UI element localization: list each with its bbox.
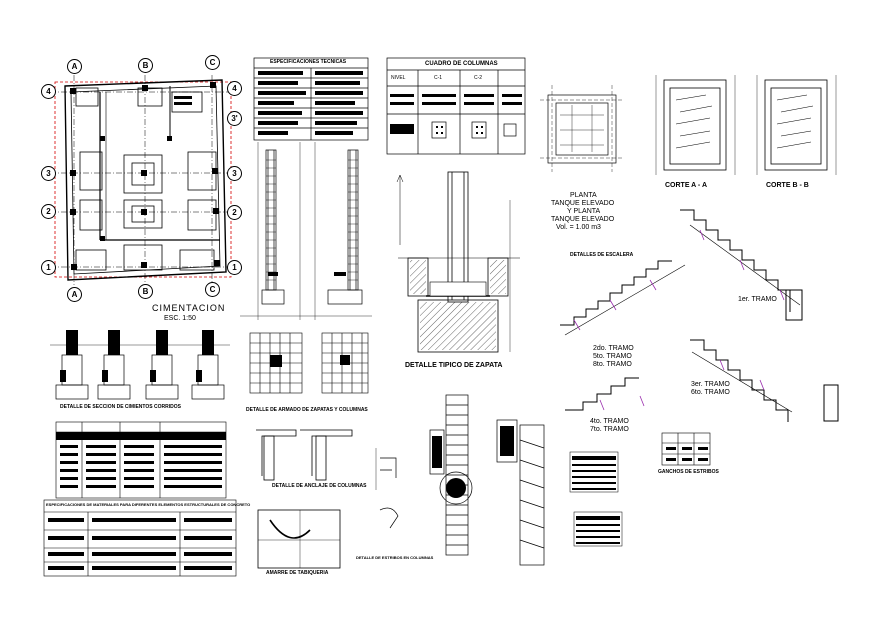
tramo-4: 4to. TRAMO bbox=[590, 418, 629, 425]
axis-bubble-left-3: 3 bbox=[41, 166, 56, 181]
stirrup-details-fill bbox=[432, 426, 514, 498]
axis-bubble-bottom-c: C bbox=[205, 282, 220, 297]
axis-bubble-left-1: 1 bbox=[41, 260, 56, 275]
column-stirrups bbox=[266, 159, 358, 281]
materials-table bbox=[43, 499, 237, 577]
stair-accent-marks bbox=[573, 229, 785, 411]
col-tag-1 bbox=[268, 272, 278, 276]
footing-detail-label: DETALLE TIPICO DE ZAPATA bbox=[405, 362, 503, 369]
tank-plan-label: PLANTA bbox=[570, 192, 597, 199]
tramo-7: 7to. TRAMO bbox=[590, 426, 629, 433]
steel-table-fill bbox=[56, 432, 226, 488]
cut-a bbox=[655, 75, 736, 175]
col-c1: C-1 bbox=[434, 75, 443, 81]
cut-b bbox=[756, 75, 837, 175]
axis-bubble-right-2: 2 bbox=[227, 205, 242, 220]
hook-detail-label: GANCHOS DE ESTRIBOS bbox=[658, 469, 719, 475]
tank-volume: Vol. = 1.00 m3 bbox=[556, 224, 601, 231]
axis-bubble-top-a: A bbox=[67, 59, 82, 74]
specs-title: ESPECIFICACIONES TECNICAS bbox=[270, 59, 347, 65]
tramo-3: 3er. TRAMO bbox=[691, 381, 730, 388]
foundation-columns bbox=[70, 82, 220, 270]
anchor-detail-label: DETALLE DE ANCLAJE DE COLUMNAS bbox=[272, 483, 367, 489]
column-elevations bbox=[240, 142, 372, 320]
small-tables-lines bbox=[569, 451, 623, 547]
footing-col-1 bbox=[270, 355, 282, 367]
tramo-2: 2do. TRAMO bbox=[593, 345, 634, 352]
foundation-scale: ESC. 1:50 bbox=[164, 315, 196, 322]
axis-bubble-left-4: 4 bbox=[41, 84, 56, 99]
axis-bubble-left-2: 2 bbox=[41, 204, 56, 219]
axis-bubble-top-c: C bbox=[205, 55, 220, 70]
stair-detail-label: DETALLES DE ESCALERA bbox=[570, 252, 634, 258]
col-c2: C-2 bbox=[474, 75, 483, 81]
cut-b-label: CORTE B - B bbox=[766, 182, 809, 189]
foundation-section-label: DETALLE DE SECCION DE CIMIENTOS CORRIDOS bbox=[60, 404, 181, 410]
specs-table-fill bbox=[258, 71, 363, 135]
foundation-title: CIMENTACION bbox=[152, 303, 226, 313]
footing-cap bbox=[429, 281, 487, 297]
tramo-1: 1er. TRAMO bbox=[738, 296, 777, 303]
axis-bubble-bottom-b: B bbox=[138, 284, 153, 299]
anchor-details bbox=[256, 429, 353, 569]
hook-table bbox=[661, 432, 711, 466]
footing-side-hatch-r bbox=[490, 260, 506, 294]
footing-col-2 bbox=[340, 355, 350, 365]
col-level: NIVEL bbox=[391, 75, 406, 81]
axis-bubble-right-3: 3 bbox=[227, 166, 242, 181]
tank-elev-label-2: TANQUE ELEVADO bbox=[551, 216, 615, 223]
footing-side-hatch-l bbox=[410, 260, 426, 294]
axis-bubble-right-4: 4 bbox=[227, 81, 242, 96]
materials-table-title: ESPECIFICACIONES DE MATERIALES PARA DIFE… bbox=[46, 502, 251, 507]
columns-table bbox=[386, 57, 526, 155]
stirrup-details bbox=[375, 394, 545, 566]
axis-bubble-top-b: B bbox=[138, 58, 153, 73]
beam-stirrups-label: AMARRE DE TABIQUERIA bbox=[266, 570, 329, 576]
tramo-8: 8to. TRAMO bbox=[593, 361, 632, 368]
columns-table-fill bbox=[390, 94, 522, 134]
stirrup-detail-label: DETALLE DE ESTRIBOS EN COLUMNAS bbox=[356, 555, 434, 560]
tramo-6: 6to. TRAMO bbox=[691, 389, 730, 396]
foundation-sections-fill bbox=[60, 330, 214, 382]
specs-table bbox=[253, 57, 369, 141]
axis-bubble-right-1: 1 bbox=[227, 260, 242, 275]
footing-detail bbox=[396, 171, 520, 353]
stair-details bbox=[560, 209, 839, 422]
axis-bubble-bottom-a: A bbox=[67, 287, 82, 302]
columns-title: CUADRO DE COLUMNAS bbox=[425, 61, 498, 67]
small-tables-fill bbox=[572, 447, 708, 544]
footing-reinf-label: DETALLE DE ARMADO DE ZAPATAS Y COLUMNAS bbox=[246, 407, 368, 413]
col-tag-2 bbox=[334, 272, 346, 276]
cut-a-label: CORTE A - A bbox=[665, 182, 707, 189]
tramo-5: 5to. TRAMO bbox=[593, 353, 632, 360]
tank-plan bbox=[540, 85, 624, 172]
axis-bubble-right-3p: 3' bbox=[227, 111, 242, 126]
footing-hatch bbox=[420, 302, 496, 350]
tank-elev-label-1: TANQUE ELEVADO bbox=[551, 200, 615, 207]
materials-table-fill bbox=[48, 518, 232, 570]
tank-plan-label-2: Y PLANTA bbox=[567, 208, 601, 215]
